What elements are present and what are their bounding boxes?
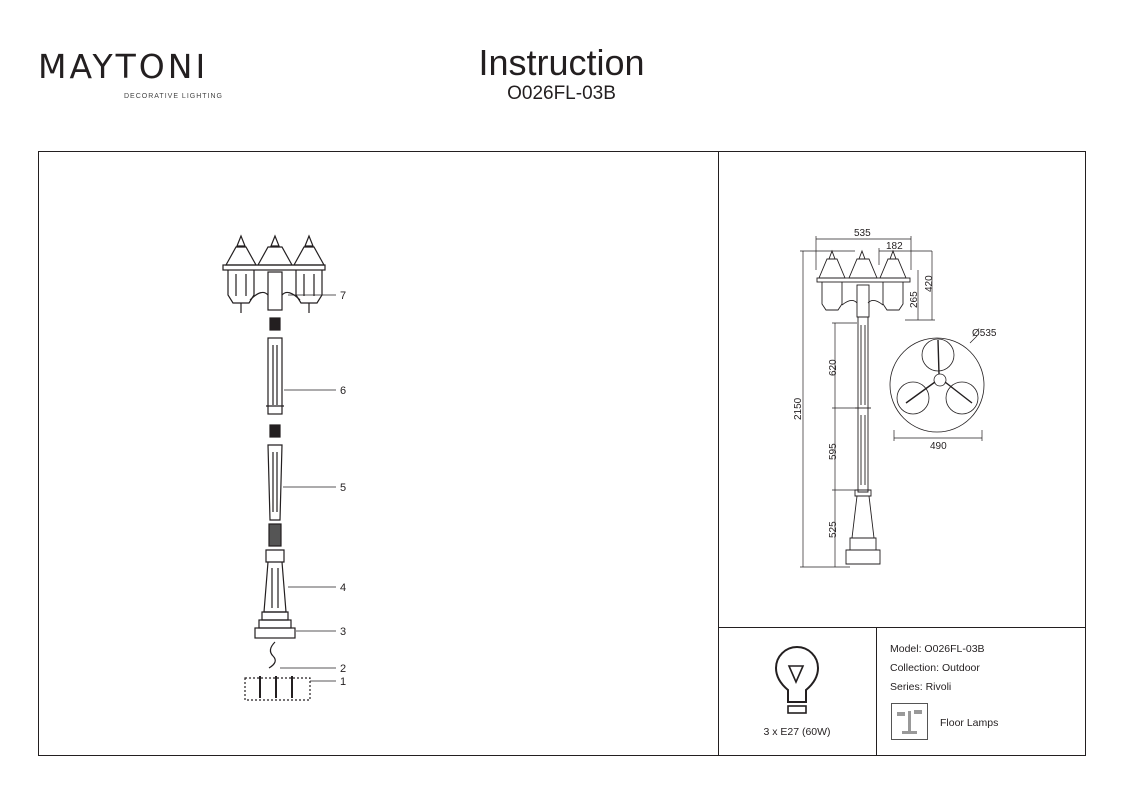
bulb-icon <box>774 646 820 714</box>
base-plate <box>254 619 296 639</box>
dimension-lamp-drawing <box>800 236 935 568</box>
pole-lower <box>267 444 283 521</box>
title: Instruction <box>478 42 645 83</box>
part-label-4: 4 <box>340 582 346 594</box>
power-cable <box>268 641 276 669</box>
series-info: Series: Rivoli <box>890 681 951 693</box>
floor-lamp-icon <box>891 703 928 740</box>
part-label-2: 2 <box>340 663 346 675</box>
document-title: Instruction O026FL-03B <box>0 43 1123 105</box>
part-label-7: 7 <box>340 290 346 302</box>
product-info: Model: O026FL-03B Collection: Outdoor Se… <box>890 643 998 729</box>
bulb-spec: 3 x E27 (60W) <box>763 726 830 738</box>
collection-info: Collection: Outdoor <box>890 662 980 674</box>
maytoni-logo: MAYTONI DECORATIVE LIGHTING <box>38 47 222 100</box>
dim-width-total: 535 <box>854 228 871 239</box>
dimension-labels: 535 182 420 265 Ø535 620 2150 595 490 52… <box>793 228 997 538</box>
top-view-drawing <box>889 335 985 441</box>
coupler-upper <box>269 317 281 331</box>
part-label-5: 5 <box>340 482 346 494</box>
dim-base-height: 525 <box>828 521 839 538</box>
dim-head-height: 420 <box>924 275 935 292</box>
ground-anchor <box>244 676 311 701</box>
outer-frame <box>38 151 1086 756</box>
dim-head-width: 182 <box>886 241 903 252</box>
dim-head-body: 265 <box>909 291 920 308</box>
dim-total-height: 2150 <box>793 397 804 420</box>
part-label-1: 1 <box>340 676 346 688</box>
leader-lines <box>280 294 336 682</box>
dim-diameter: Ø535 <box>972 328 997 339</box>
dim-upper-pole: 620 <box>828 359 839 376</box>
dim-top-view-width: 490 <box>930 441 947 452</box>
part-label-3: 3 <box>340 626 346 638</box>
model-info: Model: O026FL-03B <box>890 643 985 655</box>
thread-connector <box>268 523 282 547</box>
model-code: O026FL-03B <box>507 83 616 104</box>
part-labels: 7 6 5 4 3 2 1 <box>340 290 346 688</box>
exploded-lamp-drawing <box>222 234 336 701</box>
lamp-base <box>261 549 289 621</box>
category-label: Floor Lamps <box>940 717 998 729</box>
part-label-6: 6 <box>340 385 346 397</box>
coupler-middle <box>269 424 281 438</box>
brand-name: MAYTONI <box>38 47 209 86</box>
dim-lower-pole: 595 <box>828 443 839 460</box>
pole-upper <box>266 337 284 415</box>
lamp-head-assembly <box>222 234 326 313</box>
brand-tagline: DECORATIVE LIGHTING <box>124 93 223 100</box>
